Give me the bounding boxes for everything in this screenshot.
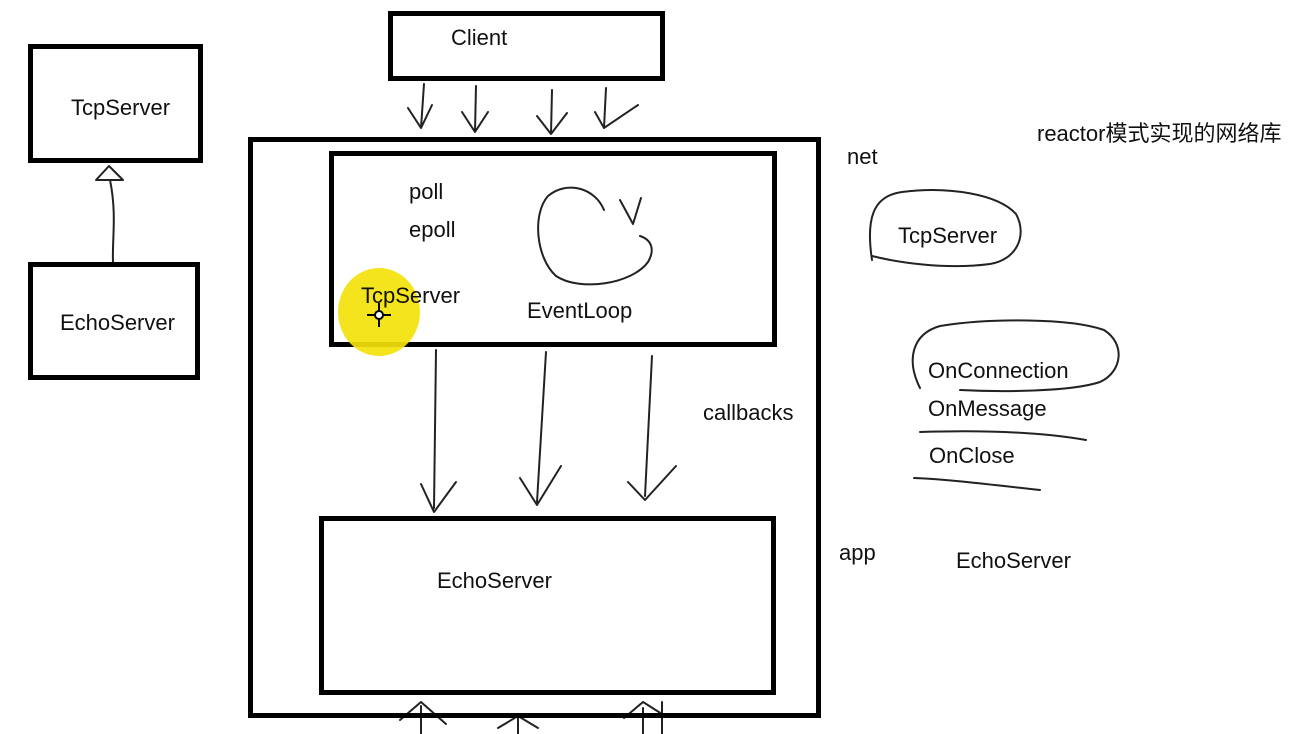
client-label: Client (451, 25, 508, 50)
onconnection-note: OnConnection (928, 358, 1069, 383)
client-arrow-4 (594, 87, 639, 129)
net-tcpserver-label: TcpServer (361, 283, 461, 308)
bottom-arrow-2 (497, 715, 539, 734)
right-echoserver-note: EchoServer (956, 548, 1071, 573)
client-arrow-3 (536, 89, 568, 135)
client-arrow-2 (461, 85, 489, 133)
inheritance-triangle (95, 165, 124, 181)
parent-tcpserver-box (28, 44, 203, 163)
outer-server-box (248, 137, 821, 718)
child-echoserver-box (28, 262, 200, 380)
inheritance-line (109, 179, 115, 263)
poll-label: poll (409, 179, 444, 204)
app-echoserver-label: EchoServer (437, 568, 552, 593)
app-side-label: app (839, 540, 876, 565)
eventloop-label: EventLoop (527, 298, 633, 323)
client-arrow-1 (407, 83, 433, 129)
child-echoserver-label: EchoServer (60, 310, 175, 335)
crosshair-move-icon (367, 303, 391, 327)
reactor-title-note: reactor模式实现的网络库 (1037, 121, 1282, 146)
onclose-note: OnClose (929, 443, 1015, 468)
onclose-underline (913, 477, 1041, 491)
parent-tcpserver-label: TcpServer (71, 95, 171, 120)
callbacks-side-label: callbacks (703, 400, 794, 425)
epoll-label: epoll (409, 217, 456, 242)
onmessage-note: OnMessage (928, 396, 1047, 421)
onmessage-underline (919, 430, 1087, 441)
net-side-label: net (847, 144, 878, 169)
client-box (388, 11, 665, 81)
app-layer-box (319, 516, 776, 695)
right-tcpserver-note: TcpServer (898, 223, 998, 248)
net-layer-box (329, 151, 777, 347)
